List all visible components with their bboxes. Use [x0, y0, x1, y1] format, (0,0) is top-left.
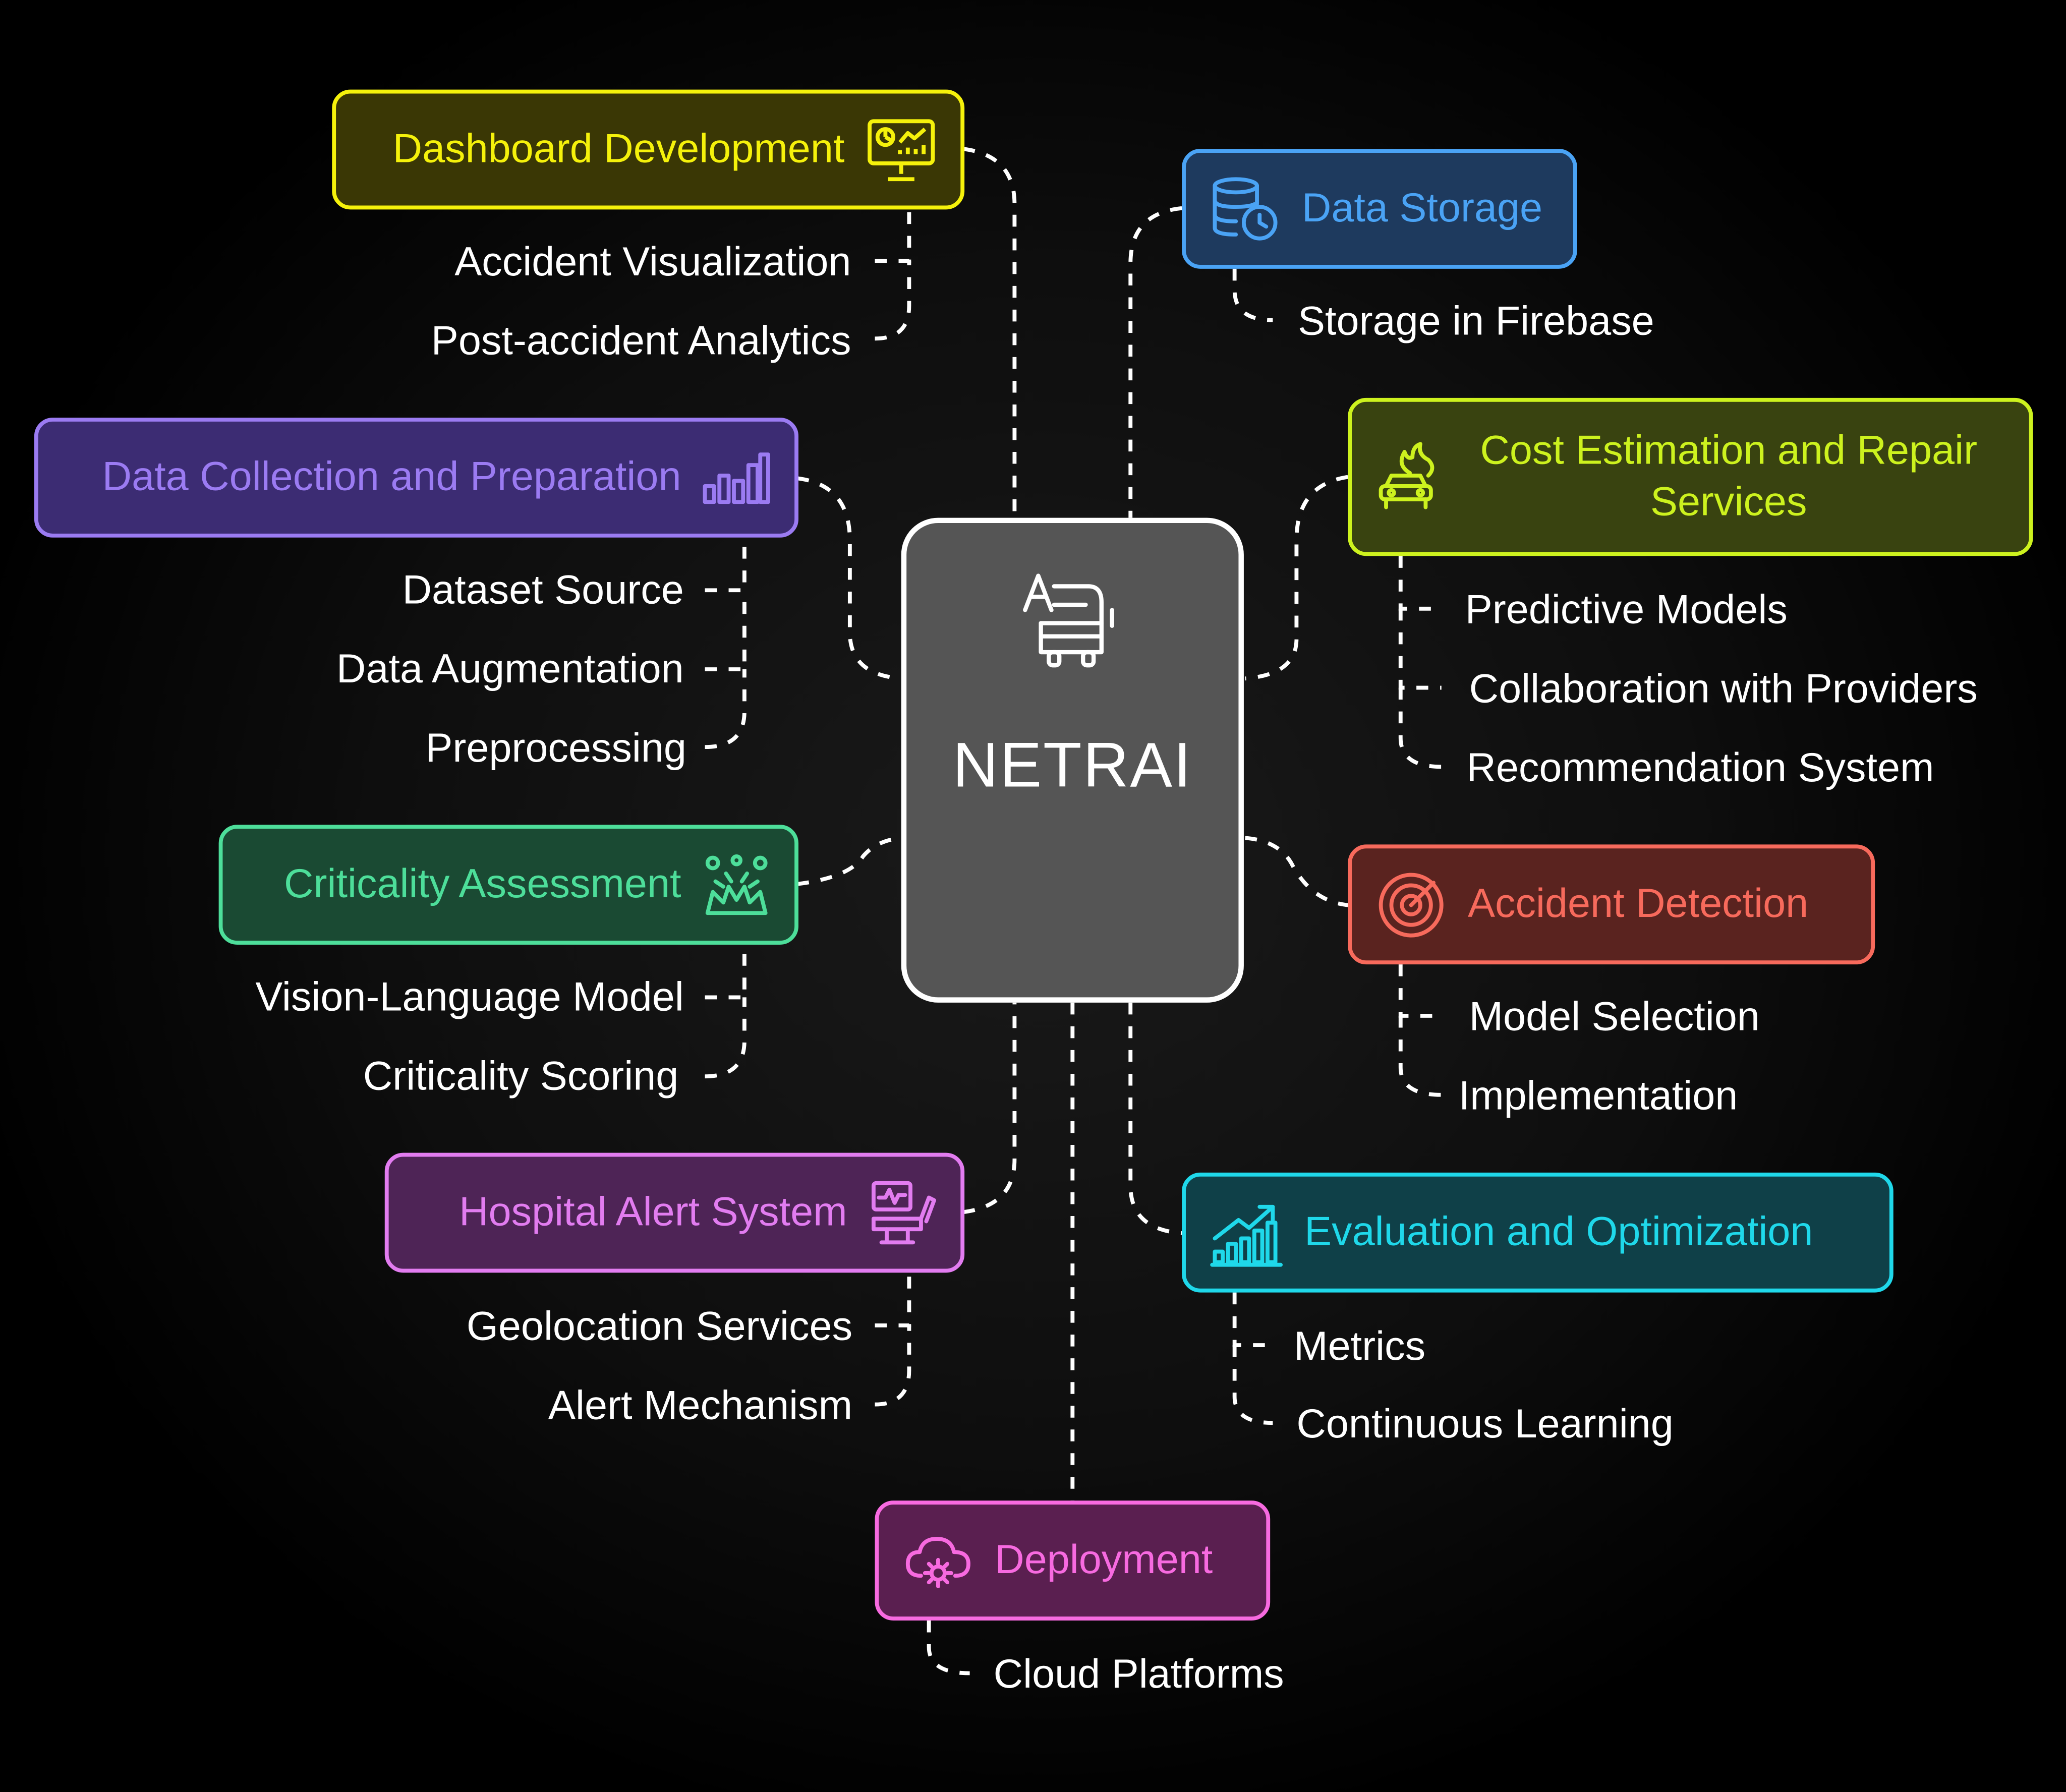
hospital-monitor-icon: [868, 1179, 937, 1247]
category-label: Dashboard Development: [392, 125, 845, 171]
category-cost-estimation[interactable]: Cost Estimation and Repair Services: [1348, 397, 2033, 556]
item-storage-in-firebase: Storage in Firebase: [1298, 298, 1654, 344]
category-deployment[interactable]: Deployment: [875, 1500, 1271, 1621]
category-label-line2: Services: [1650, 478, 1807, 525]
item-alert-mechanism: Alert Mechanism: [548, 1382, 853, 1428]
bar-chart-icon: [702, 451, 771, 504]
category-data-storage[interactable]: Data Storage: [1182, 149, 1577, 269]
category-accident-detection[interactable]: Accident Detection: [1348, 844, 1875, 965]
center-title: NETRAI: [952, 731, 1193, 801]
item-predictive-models: Predictive Models: [1465, 586, 1788, 632]
growth-chart-icon: [1210, 1198, 1283, 1267]
item-implementation: Implementation: [1458, 1072, 1738, 1119]
category-label: Accident Detection: [1467, 880, 1809, 927]
item-preprocessing: Preprocessing: [425, 724, 686, 771]
category-label-line1: Cost Estimation and Repair: [1480, 427, 1978, 474]
bus-text-icon: [1020, 570, 1125, 696]
item-dataset-source: Dataset Source: [402, 566, 684, 613]
category-label: Deployment: [995, 1536, 1213, 1583]
category-dashboard-development[interactable]: Dashboard Development: [332, 89, 965, 210]
category-label: Data Collection and Preparation: [102, 453, 681, 500]
center-node: NETRAI: [901, 517, 1244, 1003]
dashboard-monitor-icon: [866, 117, 937, 183]
item-data-augmentation: Data Augmentation: [336, 645, 684, 692]
category-data-collection[interactable]: Data Collection and Preparation: [34, 418, 798, 538]
item-accident-visualization: Accident Visualization: [454, 238, 851, 285]
category-hospital-alert-system[interactable]: Hospital Alert System: [384, 1152, 965, 1273]
category-label: Hospital Alert System: [459, 1188, 847, 1235]
item-metrics: Metrics: [1294, 1322, 1426, 1369]
item-cloud-platforms: Cloud Platforms: [993, 1651, 1284, 1697]
car-fire-icon: [1375, 441, 1442, 512]
category-label: Data Storage: [1301, 185, 1543, 231]
category-label: Evaluation and Optimization: [1304, 1208, 1813, 1255]
item-criticality-scoring: Criticality Scoring: [363, 1053, 679, 1099]
item-vision-language-model: Vision-Language Model: [255, 973, 684, 1020]
item-model-selection: Model Selection: [1469, 993, 1760, 1040]
item-recommendation-system: Recommendation System: [1466, 744, 1934, 791]
cloud-gear-icon: [902, 1530, 973, 1591]
category-evaluation-optimization[interactable]: Evaluation and Optimization: [1182, 1172, 1893, 1293]
spark-burst-icon: [702, 852, 771, 918]
item-post-accident-analytics: Post-accident Analytics: [431, 317, 851, 364]
item-collaboration-with-providers: Collaboration with Providers: [1469, 665, 1978, 712]
database-clock-icon: [1210, 175, 1281, 243]
category-label: Criticality Assessment: [284, 860, 681, 907]
item-continuous-learning: Continuous Learning: [1296, 1400, 1674, 1447]
category-criticality-assessment[interactable]: Criticality Assessment: [218, 825, 798, 945]
item-geolocation-services: Geolocation Services: [466, 1303, 853, 1349]
radar-target-icon: [1375, 869, 1447, 940]
